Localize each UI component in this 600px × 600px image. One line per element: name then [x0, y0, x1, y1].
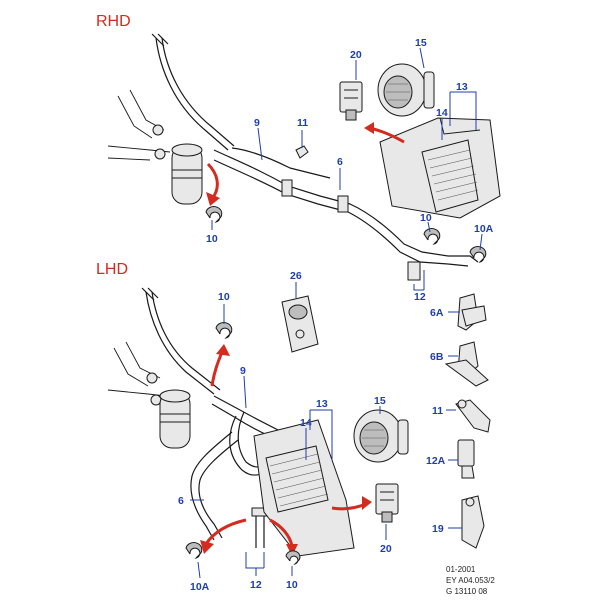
lhd-callout-13: 13	[316, 398, 328, 410]
lhd-hose-upper-a	[145, 291, 215, 395]
lhd-blower-motor-15	[353, 409, 409, 463]
lhd-leader-13	[309, 409, 333, 460]
lhd-pipe-vertical	[255, 514, 265, 548]
side-callout-6A: 6A	[430, 307, 444, 319]
rhd-callout-9: 9	[254, 117, 260, 129]
lhd-arrow-to-clip-10	[269, 518, 294, 547]
rhd-callout-14: 14	[436, 107, 448, 119]
rhd-blower-motor-15	[377, 63, 435, 117]
rhd-clip-11	[295, 145, 309, 159]
lhd-callout-6: 6	[178, 495, 184, 507]
lhd-hose-fitting-top	[141, 287, 159, 301]
lhd-receiver-drier	[159, 389, 191, 449]
rhd-engine-line-a	[129, 89, 165, 131]
rhd-heater-housing-13	[379, 117, 501, 219]
lhd-callout-14: 14	[300, 417, 312, 429]
lhd-resistor-20	[375, 483, 399, 523]
rhd-leader-13	[449, 91, 477, 130]
lhd-arrow-to-clip-top	[210, 351, 224, 387]
lhd-callout-10A: 10A	[190, 581, 210, 593]
lhd-pipe-down-a	[190, 431, 233, 541]
reference-date: 01-2001	[446, 565, 476, 574]
lhd-heater-housing-13	[253, 419, 355, 557]
rhd-upper-pipe	[231, 147, 331, 179]
side-part-6B	[444, 341, 489, 387]
lhd-clip-10-bottom	[285, 550, 301, 566]
rhd-hose-fitting-top	[151, 33, 169, 47]
rhd-arrow-head-clip	[206, 192, 220, 206]
rhd-section-title: RHD	[96, 13, 131, 30]
lhd-callout-20: 20	[380, 543, 392, 555]
rhd-hose-upper-a	[155, 37, 229, 151]
lhd-clip-10-top	[215, 322, 233, 339]
lhd-fitting-circle-a	[146, 372, 158, 384]
side-part-6A	[457, 293, 487, 331]
rhd-callout-20: 20	[350, 49, 362, 61]
rhd-engine-line-d	[107, 157, 151, 161]
rhd-leader-9	[257, 127, 263, 161]
rhd-pipe-clip-b	[337, 195, 349, 213]
rhd-callout-10-left: 10	[206, 233, 218, 245]
lhd-arrow-head-clip-top	[216, 344, 230, 356]
side-part-12A	[457, 439, 475, 479]
rhd-hose-upper-b	[161, 37, 235, 147]
rhd-pipe-clip-a	[281, 179, 293, 197]
side-callout-11: 11	[432, 405, 443, 417]
rhd-callout-10-right: 10	[420, 212, 432, 224]
rhd-fitting-circle-b	[154, 148, 166, 160]
lhd-arrow-to-clip-10A	[204, 518, 247, 545]
rhd-arrow-to-clip	[206, 162, 219, 197]
rhd-callout-11: 11	[297, 117, 308, 129]
lhd-leader-10A	[197, 561, 201, 579]
reference-code: EY A04.053/2	[446, 576, 495, 585]
side-callout-19: 19	[432, 523, 444, 535]
lhd-callout-15: 15	[374, 395, 386, 407]
rhd-main-pipe-a	[213, 149, 449, 257]
lhd-hose-upper-b	[151, 291, 221, 391]
rhd-leader-10-right	[427, 221, 431, 233]
lhd-expansion-valve-26	[281, 295, 319, 353]
rhd-callout-10A: 10A	[474, 223, 494, 235]
rhd-callout-12: 12	[414, 291, 426, 303]
side-callout-12A: 12A	[426, 455, 446, 467]
rhd-engine-line-b	[117, 95, 153, 139]
side-part-11	[455, 399, 491, 433]
rhd-receiver-drier	[171, 143, 203, 205]
lhd-pipe-down-b	[198, 439, 239, 539]
lhd-arrow-head-resistor	[362, 496, 372, 510]
lhd-leader-9	[243, 375, 247, 409]
rhd-resistor-20	[339, 81, 363, 121]
rhd-pipe-end	[447, 255, 479, 267]
rhd-leader-12	[413, 270, 425, 291]
lhd-callout-12: 12	[250, 579, 262, 591]
reference-id: G 13110 08	[446, 587, 488, 596]
rhd-leader-10A	[479, 233, 483, 251]
lhd-callout-26: 26	[290, 270, 302, 282]
rhd-clip-10-left	[205, 206, 223, 223]
lhd-section-title: LHD	[96, 261, 128, 278]
rhd-callout-13: 13	[456, 81, 468, 93]
rhd-arrow-head-resistor	[364, 122, 374, 134]
lhd-engine-line-a	[125, 341, 161, 379]
lhd-callout-10-top: 10	[218, 291, 230, 303]
rhd-fitting-circle-a	[152, 124, 164, 136]
rhd-callout-15: 15	[415, 37, 427, 49]
lhd-callout-10-bottom: 10	[286, 579, 298, 591]
lhd-clip-10A	[185, 542, 203, 559]
rhd-leader-15	[419, 47, 425, 69]
rhd-clip-10-right	[423, 228, 441, 245]
rhd-clip-10A	[469, 246, 487, 263]
lhd-leader-12	[245, 552, 265, 576]
side-callout-6B: 6B	[430, 351, 444, 363]
rhd-block-12	[407, 261, 421, 281]
rhd-callout-6: 6	[337, 156, 343, 168]
lhd-arrow-head-clip-10	[286, 544, 298, 556]
lhd-callout-9: 9	[240, 365, 246, 377]
lhd-engine-line-b	[113, 347, 149, 387]
lhd-fitting-circle-b	[150, 394, 162, 406]
side-part-19	[461, 495, 485, 549]
lhd-arrow-head-clip-10A	[200, 540, 214, 554]
